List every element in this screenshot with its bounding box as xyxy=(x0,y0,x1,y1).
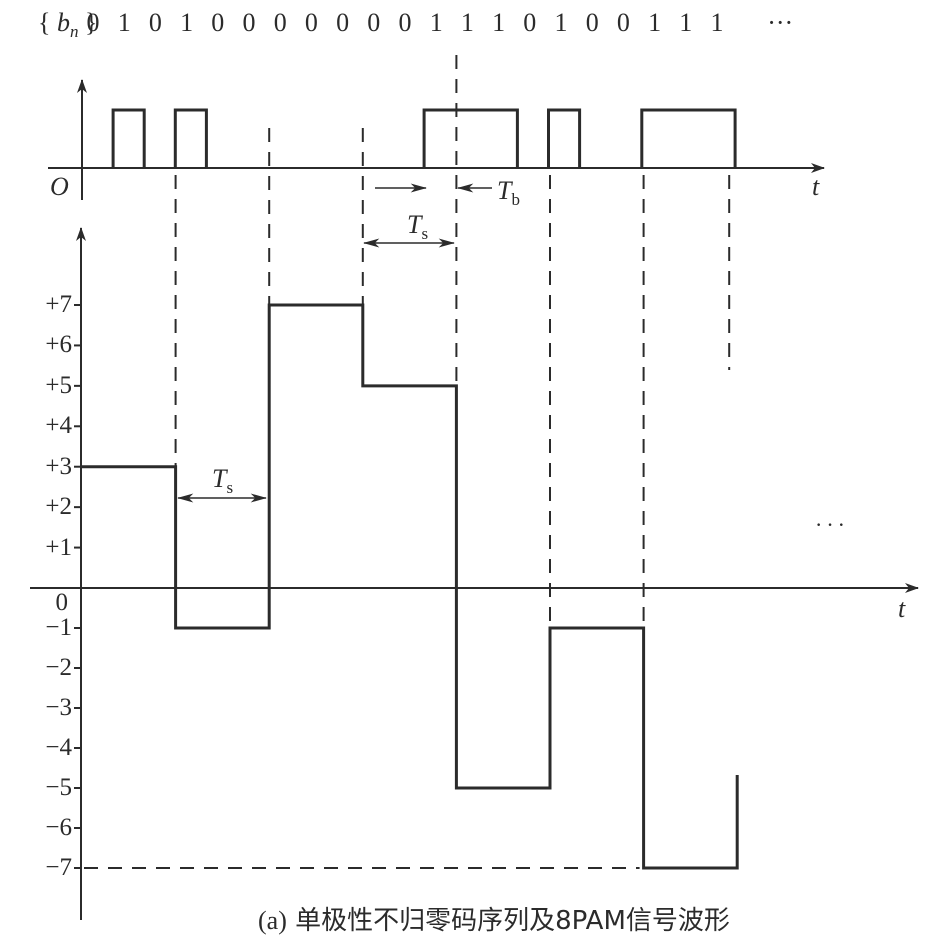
bit-value: 0 xyxy=(336,8,350,37)
bit-value: 0 xyxy=(86,8,100,37)
bit-value: 1 xyxy=(460,8,474,37)
bit-value: 1 xyxy=(648,8,662,37)
symbol-boundary-guides xyxy=(84,55,731,869)
bit-value: 0 xyxy=(585,8,599,37)
origin-label: O xyxy=(50,172,69,201)
y-tick-label: −5 xyxy=(45,774,72,801)
caption-prefix: (a) xyxy=(258,906,287,935)
y-tick-label: +2 xyxy=(45,493,72,521)
bit-value: 1 xyxy=(710,8,724,37)
figure-caption: (a) 单极性不归零码序列及8PAM信号波形 xyxy=(258,900,730,937)
y-tick-label: +5 xyxy=(45,371,72,399)
top-t-label: t xyxy=(812,172,820,201)
bit-value: 0 xyxy=(523,8,537,37)
caption-text: 单极性不归零码序列及8PAM信号波形 xyxy=(295,906,730,936)
y-tick-label: −6 xyxy=(45,814,72,841)
bit-value: 1 xyxy=(117,8,131,37)
y-tick-label: −7 xyxy=(45,854,72,881)
pam-waveform xyxy=(82,303,739,870)
y-tick-label: −2 xyxy=(45,654,72,681)
bit-value: 0 xyxy=(367,8,381,37)
bit-value: 0 xyxy=(148,8,162,37)
y-tick-label: +1 xyxy=(45,533,72,561)
y-tick-label: −3 xyxy=(45,694,72,721)
y-tick-marks xyxy=(74,304,81,869)
y-tick-label: +6 xyxy=(45,331,72,359)
bit-value: 1 xyxy=(554,8,568,37)
bit-value: 0 xyxy=(273,8,287,37)
sequence-variable: b xyxy=(56,8,70,37)
bit-value: 0 xyxy=(616,8,630,37)
bit-value: 1 xyxy=(492,8,506,37)
y-tick-label: +4 xyxy=(45,412,72,440)
ts-label-top: Ts xyxy=(407,210,429,244)
ts-label-bottom: Ts xyxy=(212,464,234,498)
sequence-ellipsis: ··· xyxy=(767,8,794,37)
sequence-label: { bn } xyxy=(38,8,97,42)
bit-value: 0 xyxy=(242,8,256,37)
y-tick-label: −4 xyxy=(45,734,72,761)
bit-value: 1 xyxy=(429,8,443,37)
brace-close: } xyxy=(84,8,98,37)
y-tick-label: −1 xyxy=(45,614,72,641)
bit-value: 1 xyxy=(679,8,693,37)
y-tick-label: +3 xyxy=(45,452,72,480)
brace-open: { xyxy=(38,8,51,37)
bit-value: 1 xyxy=(180,8,194,37)
bottom-t-label: t xyxy=(898,594,906,623)
sequence-subscript: n xyxy=(69,22,79,42)
bit-value: 0 xyxy=(398,8,412,37)
bit-value: 0 xyxy=(304,8,318,37)
bit-value: 0 xyxy=(211,8,225,37)
y-tick-label: +7 xyxy=(45,291,72,318)
y-tick-label: 0 xyxy=(55,589,69,616)
tb-label: Tb xyxy=(497,176,520,210)
waveform-ellipsis: ··· xyxy=(815,512,849,537)
bottom-axes xyxy=(30,227,919,920)
nrz-waveform xyxy=(111,108,737,168)
top-axes xyxy=(48,79,825,200)
